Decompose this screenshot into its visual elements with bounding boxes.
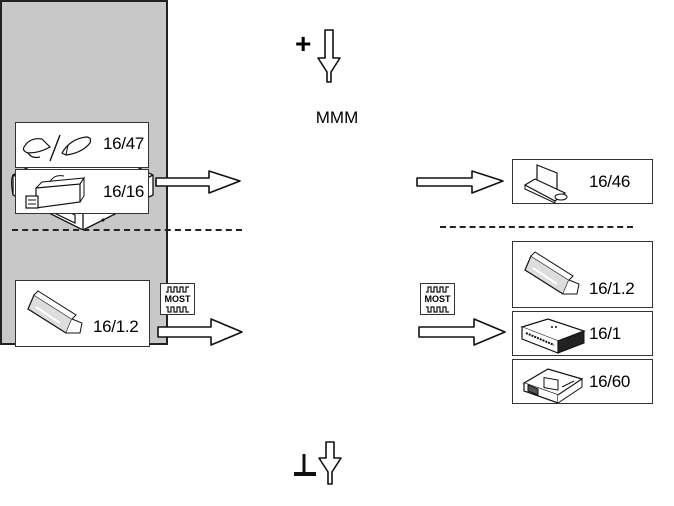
ground-indicator <box>290 440 350 490</box>
most-bus-badge-left: MOST <box>160 283 195 315</box>
divider-line-left <box>12 229 242 231</box>
most-bus-label: MOST <box>424 294 451 304</box>
control-unit-icon <box>520 318 586 354</box>
component-box-16-60: 16/60 <box>512 359 653 404</box>
display-unit-icon <box>27 290 83 334</box>
component-label: 16/1.2 <box>93 317 139 336</box>
signal-wave-icon <box>426 286 449 293</box>
arrow-right-icon <box>418 318 506 346</box>
component-label: 16/16 <box>103 182 145 201</box>
component-box-16-1-2-input: 16/1.2 <box>15 280 150 347</box>
component-label: 16/1.2 <box>589 279 635 298</box>
signal-wave-icon <box>166 286 189 293</box>
plus-symbol: + <box>295 28 312 59</box>
component-box-16-1: 16/1 <box>512 311 653 356</box>
signal-wave-icon <box>426 306 449 313</box>
power-supply-indicator: + <box>295 28 345 88</box>
ground-symbol-icon <box>294 454 316 476</box>
arrow-right-icon <box>155 170 241 194</box>
component-label: 16/46 <box>589 172 631 191</box>
antenna-icon <box>22 134 92 162</box>
most-bus-label: MOST <box>164 294 191 304</box>
tuner-module-icon <box>25 175 85 209</box>
arrow-down-icon <box>318 441 342 485</box>
component-label: 16/60 <box>589 372 631 391</box>
component-box-16-1-2-output: 16/1.2 <box>512 241 653 308</box>
central-unit-label: MMM <box>315 108 359 127</box>
most-bus-badge-right: MOST <box>420 283 455 315</box>
control-panel-icon <box>523 164 568 203</box>
component-box-16-47: 16/47 <box>15 122 149 168</box>
display-unit-icon <box>524 251 580 295</box>
amplifier-icon <box>522 368 584 403</box>
arrow-down-icon <box>317 29 341 83</box>
component-label: 16/1 <box>589 324 621 343</box>
component-box-16-16: 16/16 <box>15 169 149 214</box>
component-label: 16/47 <box>103 134 145 153</box>
signal-wave-icon <box>166 306 189 313</box>
arrow-right-icon <box>157 318 243 346</box>
component-box-16-46: 16/46 <box>512 159 653 204</box>
divider-line-right <box>440 226 633 228</box>
arrow-right-icon <box>416 170 504 194</box>
